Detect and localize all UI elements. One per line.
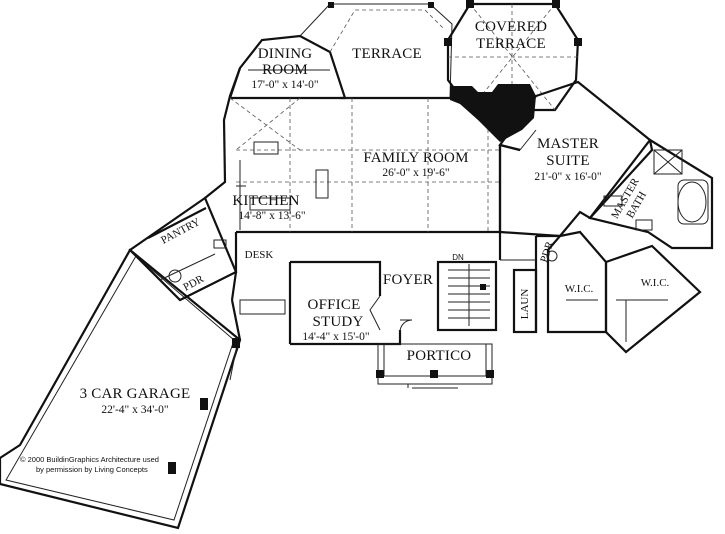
desk-label: DESK xyxy=(245,249,274,261)
master-suite-label: MASTER xyxy=(537,136,599,152)
garage-label: 3 CAR GARAGE xyxy=(80,386,191,402)
terrace-walls xyxy=(299,2,453,99)
portico-label: PORTICO xyxy=(407,348,472,364)
garage-door-jamb xyxy=(232,338,240,348)
terrace-label: TERRACE xyxy=(352,46,422,62)
garage-dims: 22'-4" x 34'-0" xyxy=(101,404,168,416)
copyright-line-1: © 2000 BuildinGraphics Architecture used xyxy=(20,455,159,464)
pdr-left-label: PDR xyxy=(181,273,206,294)
garage-door-jamb xyxy=(200,398,208,410)
master-bath-walls xyxy=(588,138,714,250)
dining-room-label: DINING xyxy=(258,46,313,62)
family-room-dims: 26'-0" x 19'-6" xyxy=(382,167,449,179)
fireplace-mass xyxy=(450,84,536,142)
closets-walls xyxy=(534,230,702,354)
foyer-label: FOYER xyxy=(383,272,433,288)
copyright-line-2: by permission by Living Concepts xyxy=(36,465,148,474)
stair-down-label: DN xyxy=(452,253,464,262)
covered-terrace-label-2: TERRACE xyxy=(476,36,546,52)
office-label: OFFICE xyxy=(308,297,361,313)
master-suite-walls xyxy=(498,80,654,238)
dining-room-label-2: ROOM xyxy=(262,62,308,78)
family-room-label: FAMILY ROOM xyxy=(363,150,468,166)
laundry-label: LAUN xyxy=(519,289,531,320)
master-suite-dims: 21'-0" x 16'-0" xyxy=(534,171,601,183)
office-label-2: STUDY xyxy=(312,314,363,330)
wic-right-label: W.I.C. xyxy=(641,277,670,289)
garage-door-jamb xyxy=(168,462,176,474)
dining-room-dims: 17'-0" x 14'-0" xyxy=(251,79,318,91)
tub-icon xyxy=(677,181,707,223)
kitchen-dims: 14'-8" x 13'-6" xyxy=(238,210,305,222)
wic-left-label: W.I.C. xyxy=(565,283,594,295)
stair-treads xyxy=(448,264,490,326)
master-suite-label-2: SUITE xyxy=(546,153,590,169)
kitchen-label: KITCHEN xyxy=(232,193,299,209)
covered-terrace-label: COVERED xyxy=(475,19,547,35)
covered-terrace-walls xyxy=(444,0,582,142)
portico-walls xyxy=(376,343,494,389)
office-dims: 14'-4" x 15'-0" xyxy=(302,331,369,343)
main-block-walls xyxy=(204,34,521,272)
